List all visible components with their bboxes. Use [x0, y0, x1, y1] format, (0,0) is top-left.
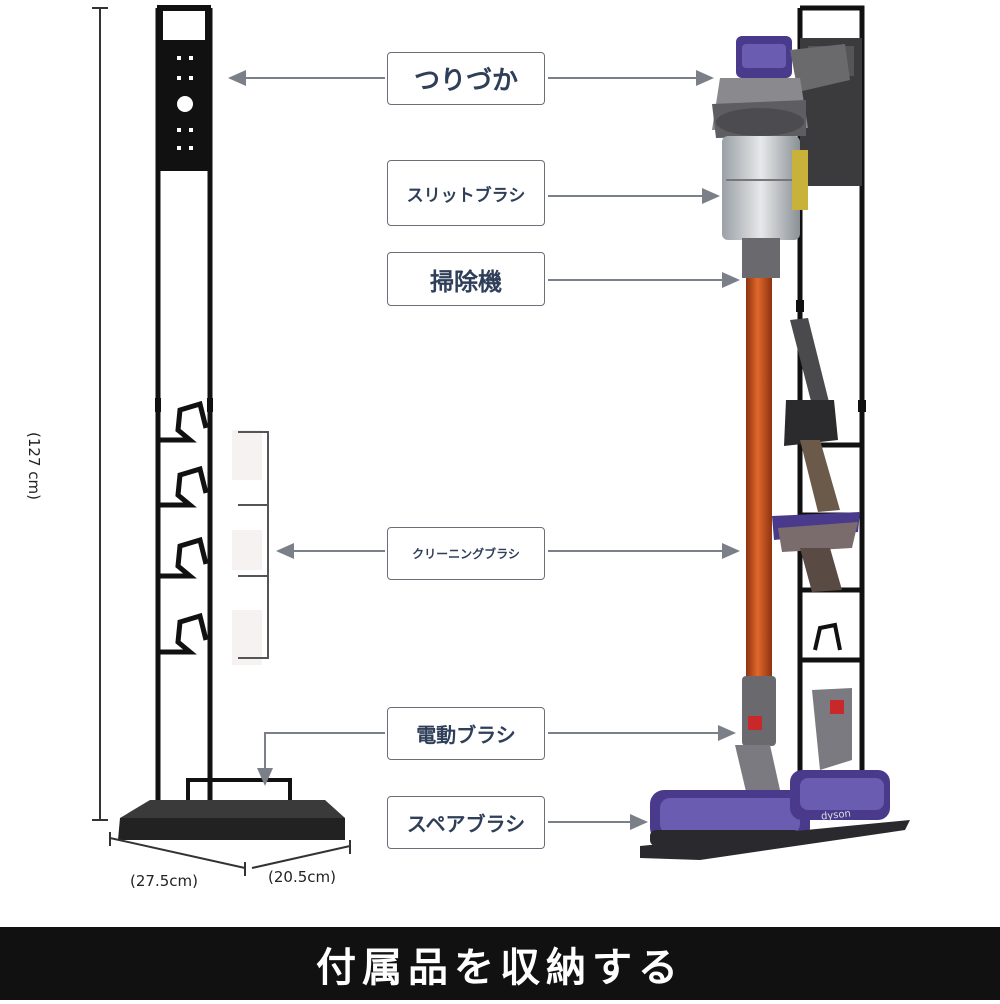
height-dimension-label: (127 cm): [25, 432, 43, 500]
callout-arrows: [228, 70, 740, 830]
width-dimension-label: (27.5cm): [130, 872, 198, 890]
vacuum-cleaner: [650, 36, 850, 846]
empty-stand: [118, 5, 345, 840]
label-motor-brush: 電動ブラシ: [387, 707, 545, 760]
label-vacuum: 掃除機: [387, 252, 545, 306]
label-cleaning-brush-text: クリーニングブラシ: [412, 547, 520, 561]
label-spare-brush-text: スペアブラシ: [406, 812, 526, 836]
depth-dimension-label: (20.5cm): [268, 868, 336, 886]
label-motor-brush-text: 電動ブラシ: [416, 723, 516, 747]
spare-brush: [640, 688, 910, 860]
height-dimension-line: [92, 7, 108, 821]
brush-hooks: [160, 400, 209, 655]
label-slit-brush: スリットブラシ: [387, 160, 545, 226]
banner-text: 付属品を収納する: [316, 944, 684, 991]
label-slit-brush-text: スリットブラシ: [406, 185, 526, 206]
label-vacuum-text: 掃除機: [430, 267, 502, 296]
label-spare-brush: スペアブラシ: [387, 796, 545, 849]
label-hook-text: つりづか: [413, 66, 518, 96]
hook-bracket: [232, 430, 269, 665]
base-dimension-lines: [109, 832, 351, 876]
bottom-banner: 付属品を収納する: [0, 927, 1000, 1000]
label-cleaning-brush: クリーニングブラシ: [387, 527, 545, 580]
label-hook: つりづか: [387, 52, 545, 105]
